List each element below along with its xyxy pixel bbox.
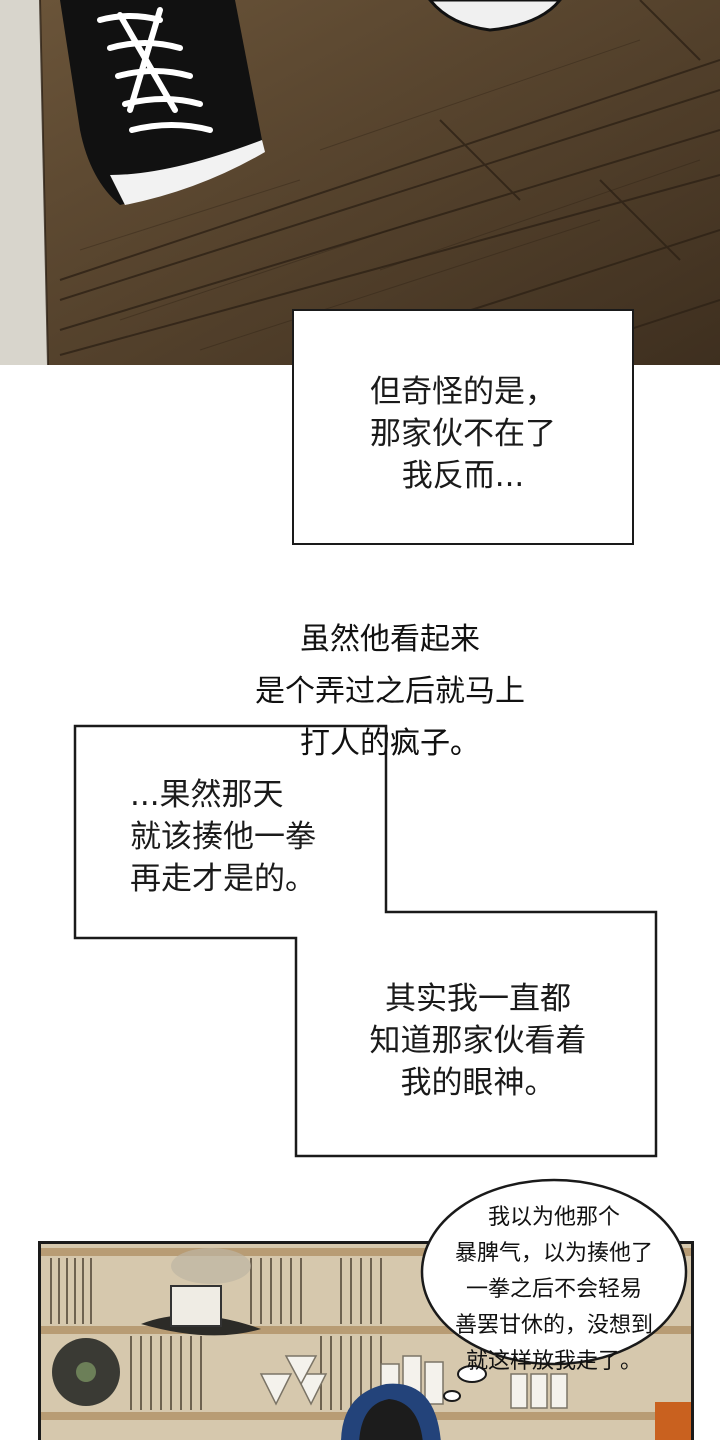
caption-line: 就该揍他一拳 (130, 819, 316, 855)
bar-shelves-illustration (41, 1244, 691, 1440)
caption-line: ...果然那天 (130, 777, 284, 813)
caption-box-second: ...果然那天 就该揍他一拳 再走才是的。 (130, 774, 316, 900)
handwritten-line: 是个弄过之后就马上 (255, 674, 525, 709)
bubble-line: 我以为他那个 (487, 1205, 620, 1230)
bubble-line: 暴脾气，以为揍他了 (454, 1241, 653, 1266)
speech-bubble: 我以为他那个 暴脾气，以为揍他了 一拳之后不会轻易 善罢甘休的，没想到 就这样放… (414, 1174, 694, 1404)
character (341, 1383, 691, 1440)
speech-bubble-text: 我以为他那个 暴脾气，以为揍他了 一拳之后不会轻易 善罢甘休的，没想到 就这样放… (434, 1200, 674, 1380)
caption-line: 其实我一直都 (385, 981, 571, 1017)
caption-line: 我反而... (401, 458, 525, 494)
caption-line: 那家伙不在了 (370, 416, 556, 452)
caption-line: 知道那家伙看着 (369, 1023, 587, 1059)
caption-box-third: 其实我一直都 知道那家伙看着 我的眼神。 (352, 978, 604, 1104)
bubble-line: 善罢甘休的，没想到 (454, 1313, 653, 1338)
caption-line: 但奇怪的是， (370, 374, 556, 410)
sneaker (60, 0, 562, 205)
handwritten-line: 虽然他看起来 (300, 622, 480, 657)
handwritten-overlap: 打人的疯子。 (220, 718, 560, 770)
speech-bubble-shape (420, 1178, 688, 1402)
sneaker-floor-illustration (0, 0, 720, 365)
caption-line: 我的眼神。 (400, 1065, 556, 1101)
top-panel-sneaker-on-floor (0, 0, 720, 365)
caption-line: 再走才是的。 (130, 861, 316, 897)
bubble-line: 就这样放我走了。 (465, 1349, 642, 1374)
bubble-line: 一拳之后不会轻易 (465, 1277, 642, 1302)
caption-box-first: 但奇怪的是， 那家伙不在了 我反而... (292, 309, 634, 545)
handwritten-line: 打人的疯子。 (300, 726, 480, 761)
